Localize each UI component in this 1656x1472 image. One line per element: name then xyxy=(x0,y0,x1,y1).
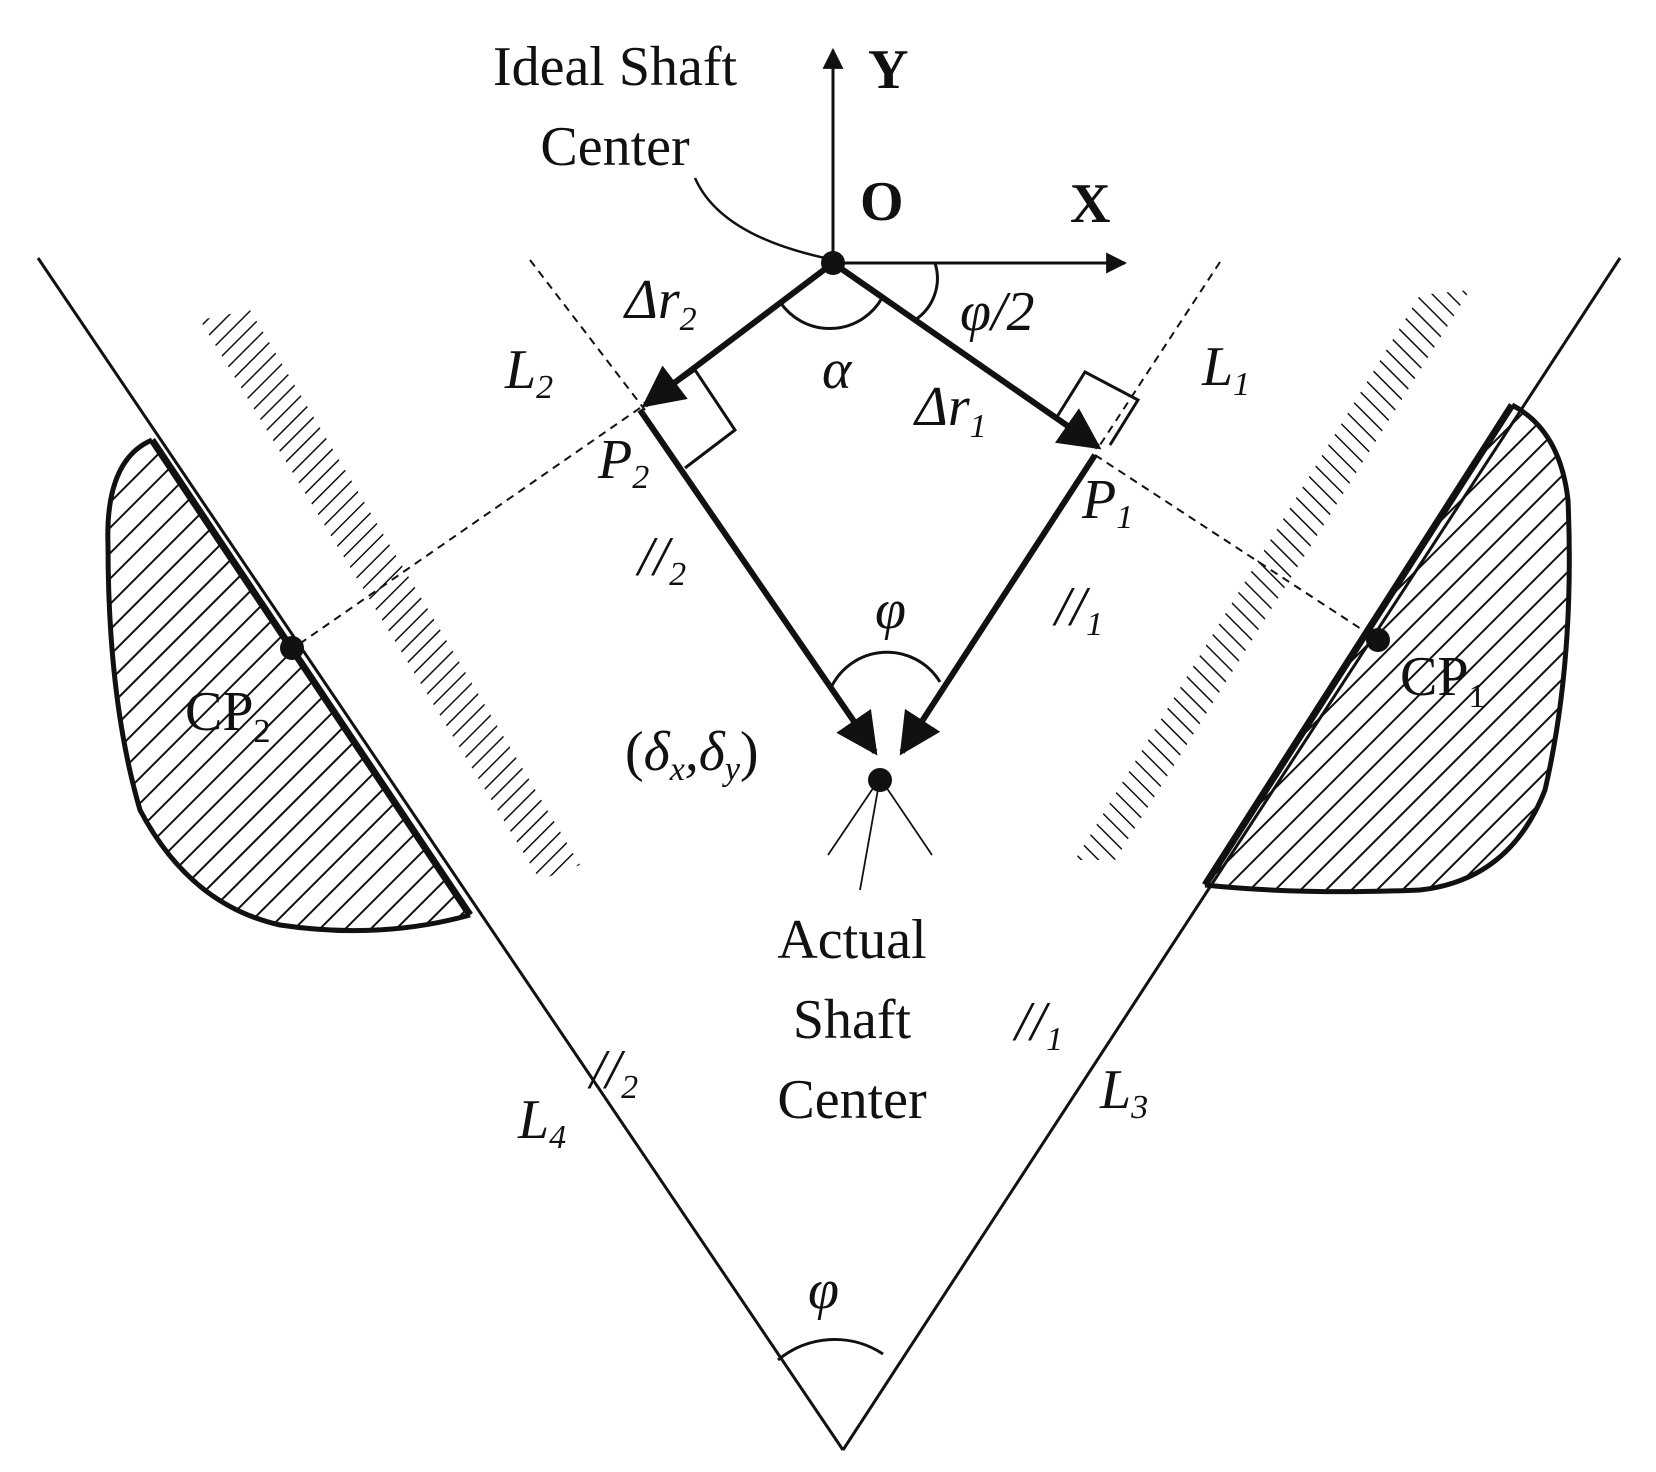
phi-inner-arc xyxy=(828,650,942,691)
ideal-center-label-2: Center xyxy=(540,116,690,178)
left-shifted-hatch-band xyxy=(200,310,580,880)
ideal-center-leader xyxy=(693,177,826,260)
origin-label: O xyxy=(860,171,904,233)
actual-center-point xyxy=(868,768,892,792)
half-phi-arc xyxy=(914,262,939,322)
right-angle-marker-1 xyxy=(1053,370,1141,446)
delta-r2-label: Δr2 xyxy=(623,269,697,338)
actual-center-label-1: Actual xyxy=(777,909,926,971)
projection-line-1 xyxy=(1094,454,1379,641)
cp2-point xyxy=(280,636,304,660)
L2-label: L2 xyxy=(504,339,553,406)
alpha-arc xyxy=(778,297,884,330)
right-contact-block xyxy=(1202,402,1572,895)
line-L1 xyxy=(1099,261,1221,446)
line-L3 xyxy=(841,257,1622,1451)
cp1-label: CP1 xyxy=(1400,646,1486,715)
x-axis-label: X xyxy=(1070,173,1110,235)
parallel-2-label: //2 xyxy=(635,526,686,593)
actual-center-leaders xyxy=(827,777,933,891)
P1-label: P1 xyxy=(1081,469,1133,536)
y-axis-label: Y xyxy=(868,39,908,101)
line-L2 xyxy=(529,259,646,411)
delta-r1-vector xyxy=(831,260,1102,450)
parallel-line-2 xyxy=(637,408,878,756)
lower-parallel-2-label: //2 xyxy=(587,1039,638,1106)
L1-label: L1 xyxy=(1201,336,1250,403)
alpha-label: α xyxy=(822,339,853,401)
half-phi-label: φ/2 xyxy=(960,281,1035,343)
right-angle-marker-2 xyxy=(644,367,738,470)
ideal-center-point xyxy=(821,251,845,275)
actual-center-label-3: Center xyxy=(777,1069,927,1131)
phi-bottom-label: φ xyxy=(808,1259,839,1321)
L3-label: L3 xyxy=(1099,1059,1148,1126)
phi-inner-label: φ xyxy=(875,579,906,641)
L4-label: L4 xyxy=(517,1089,566,1156)
ideal-center-label-1: Ideal Shaft xyxy=(493,36,738,98)
actual-center-label-2: Shaft xyxy=(793,989,912,1051)
phi-bottom-arc xyxy=(777,1337,884,1362)
right-shifted-hatch-band xyxy=(1075,290,1470,860)
cp1-point xyxy=(1366,628,1390,652)
left-contact-block xyxy=(105,437,473,934)
delta-r1-label: Δr1 xyxy=(913,376,987,445)
parallel-1-label: //1 xyxy=(1052,576,1103,643)
lower-parallel-1-label: //1 xyxy=(1012,991,1063,1058)
P2-label: P2 xyxy=(597,429,649,496)
line-L4 xyxy=(36,257,845,1451)
actual-center-coords: (δx,δy) xyxy=(625,721,759,788)
parallel-line-1 xyxy=(899,453,1098,756)
cp2-label: CP2 xyxy=(185,681,271,750)
